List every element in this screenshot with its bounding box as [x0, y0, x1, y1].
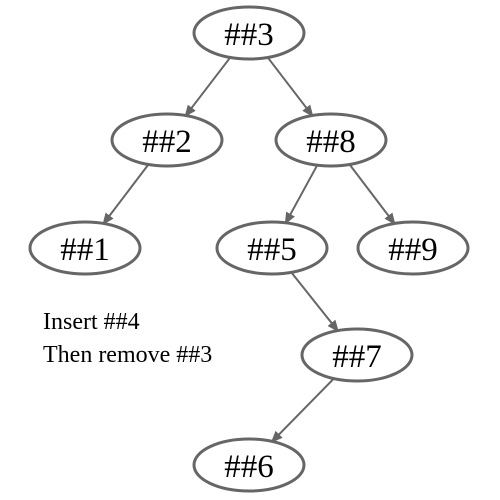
node-ellipse	[192, 5, 306, 61]
node-ellipse	[300, 327, 414, 383]
node-ellipse	[215, 220, 329, 276]
node-label: ##8	[306, 124, 356, 160]
node-label: ##7	[332, 339, 382, 375]
tree-node-n1: ##1	[28, 220, 142, 276]
node-label: ##6	[224, 449, 274, 485]
edge-n2-to-n1	[102, 163, 150, 226]
node-label: ##9	[388, 232, 438, 268]
node-label: ##2	[142, 124, 192, 160]
node-label: ##3	[224, 17, 274, 53]
node-ellipse	[110, 112, 224, 168]
nodes-layer: ##3 ##2 ##8 ##1 ##5 ##9 ##7 ##6	[28, 5, 470, 493]
caption-insert-step: Insert ##4	[43, 309, 140, 335]
edge-n8-to-n5	[284, 164, 319, 225]
edge-n3-to-n2	[184, 56, 232, 118]
edge-n5-to-n7	[290, 271, 339, 333]
edge-n7-to-n6	[270, 377, 335, 443]
caption-remove-step: Then remove ##3	[43, 342, 213, 368]
node-label: ##5	[247, 232, 297, 268]
edge-n3-to-n8	[266, 56, 314, 118]
node-ellipse	[192, 437, 306, 493]
tree-node-n2: ##2	[110, 112, 224, 168]
node-ellipse	[28, 220, 142, 276]
node-label: ##1	[60, 232, 110, 268]
tree-node-n7: ##7	[300, 327, 414, 383]
tree-node-n6: ##6	[192, 437, 306, 493]
edges-layer	[102, 56, 396, 443]
edge-n8-to-n9	[348, 163, 396, 226]
tree-node-n9: ##9	[356, 220, 470, 276]
node-ellipse	[274, 112, 388, 168]
tree-node-n8: ##8	[274, 112, 388, 168]
tree-node-n3: ##3	[192, 5, 306, 61]
node-ellipse	[356, 220, 470, 276]
tree-node-n5: ##5	[215, 220, 329, 276]
